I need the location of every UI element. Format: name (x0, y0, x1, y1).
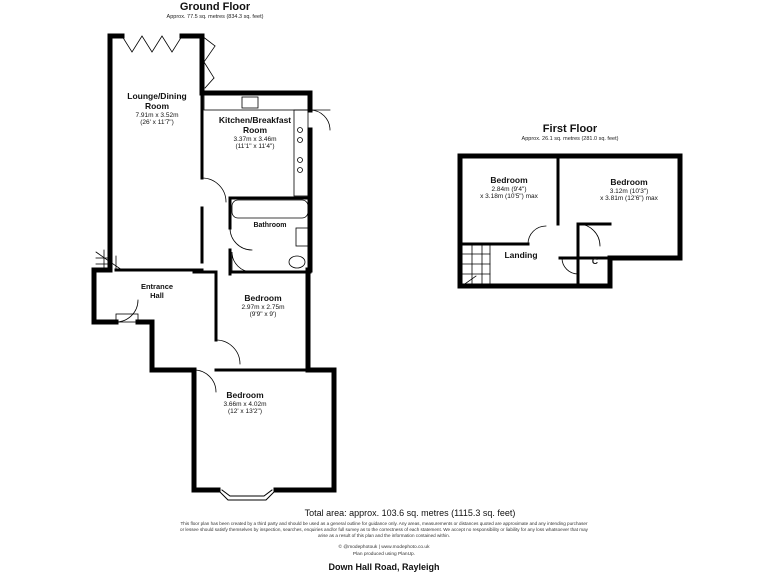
property-address: Down Hall Road, Rayleigh (328, 562, 440, 572)
first-floor-stairs (461, 243, 491, 287)
patio-doors (121, 35, 216, 89)
first-floor-title: First Floor (542, 123, 598, 135)
first-floor-door-swings (527, 223, 601, 275)
credit-line-2: Plan produced using PlanUp. (352, 551, 416, 557)
first-floor-area: Approx. 26.1 sq. metres (281.0 sq. feet) (521, 136, 619, 142)
lounge-dim-metric: 7.91m x 3.52m (135, 111, 179, 119)
lounge-name-2: Room (144, 100, 170, 111)
first-floor-windows (475, 153, 659, 159)
bedroom-small-name: Bedroom (244, 293, 282, 303)
landing-name: Landing (504, 250, 538, 260)
ground-door-swings (115, 109, 331, 393)
cupboard-name: C (591, 256, 599, 266)
credits: © @modephotouk | www.modephoto.co.uk Pla… (300, 545, 468, 558)
lounge-name: Lounge/Dining (127, 91, 187, 101)
lounge-dim-imperial: (26' x 11'7") (140, 119, 174, 126)
kitchen-dim-metric: 3.37m x 3.46m (233, 135, 277, 143)
kitchen-name: Kitchen/Breakfast (218, 115, 292, 125)
bedroom-small-dim-metric: 2.97m x 2.75m (241, 303, 285, 311)
bedroom-large-label: Bedroom 3.66m x 4.02m (12' x 13'2") (200, 390, 290, 416)
bathroom-name: Bathroom (253, 222, 287, 229)
credit-line-1: © @modephotouk | www.modephoto.co.uk (338, 545, 430, 550)
kitchen-name-2: Room (242, 124, 268, 135)
ground-floor-title: Ground Floor (179, 1, 251, 13)
first-bedroom-left-name: Bedroom (490, 175, 528, 185)
bedroom-large-dim-metric: 3.66m x 4.02m (223, 400, 267, 408)
disclaimer-line-2: or lessee should satisfy themselves by i… (180, 527, 588, 533)
disclaimer-line-3: arise as a result of this plan and the i… (317, 533, 451, 539)
ground-floor-outer-walls (91, 33, 337, 493)
bedroom-large-name: Bedroom (226, 390, 264, 400)
first-bedroom-left-dim-2: x 3.18m (10'5") max (480, 193, 538, 201)
entrance-name: Entrance (140, 282, 174, 291)
first-bedroom-right-dim-1: 3.12m (10'3") (609, 187, 649, 195)
first-bedroom-right-label: Bedroom 3.12m (10'3") x 3.81m (12'6") ma… (584, 177, 674, 203)
kitchen-label: Kitchen/Breakfast Room 3.37m x 3.46m (11… (205, 115, 305, 150)
bedroom-small-label: Bedroom 2.97m x 2.75m (9'9" x 9') (220, 293, 306, 319)
landing-label: Landing (496, 250, 546, 261)
bedroom-large-dim-imperial: (12' x 13'2") (227, 408, 263, 416)
kitchen-units (203, 94, 309, 197)
bathroom-fixtures (231, 199, 309, 273)
first-bedroom-left-dim-1: 2.84m (9'4") (491, 185, 527, 193)
first-bedroom-right-name: Bedroom (610, 177, 648, 187)
entrance-name-2: Hall (150, 290, 164, 300)
total-area: Total area: approx. 103.6 sq. metres (11… (304, 508, 516, 518)
entrance-hall-label: Entrance Hall (132, 282, 182, 300)
bathroom-label: Bathroom (244, 214, 296, 232)
disclaimer-line-1: This floor plan has been created by a th… (180, 521, 588, 526)
bedroom-small-dim-imperial: (9'9" x 9') (249, 311, 277, 319)
kitchen-dim-imperial: (11'1" x 11'4") (235, 143, 275, 150)
ground-floor-inner-walls (114, 91, 312, 372)
cupboard-label: C (588, 256, 602, 267)
first-bedroom-left-label: Bedroom 2.84m (9'4") x 3.18m (10'5") max (462, 175, 556, 201)
ground-stairs (95, 249, 123, 271)
disclaimer: This floor plan has been created by a th… (118, 521, 650, 540)
lounge-label: Lounge/Dining Room 7.91m x 3.52m (26' x … (114, 91, 200, 126)
ground-floor-area: Approx. 77.5 sq. metres (834.3 sq. feet) (166, 14, 264, 20)
first-bedroom-right-dim-2: x 3.81m (12'6") max (600, 195, 658, 203)
